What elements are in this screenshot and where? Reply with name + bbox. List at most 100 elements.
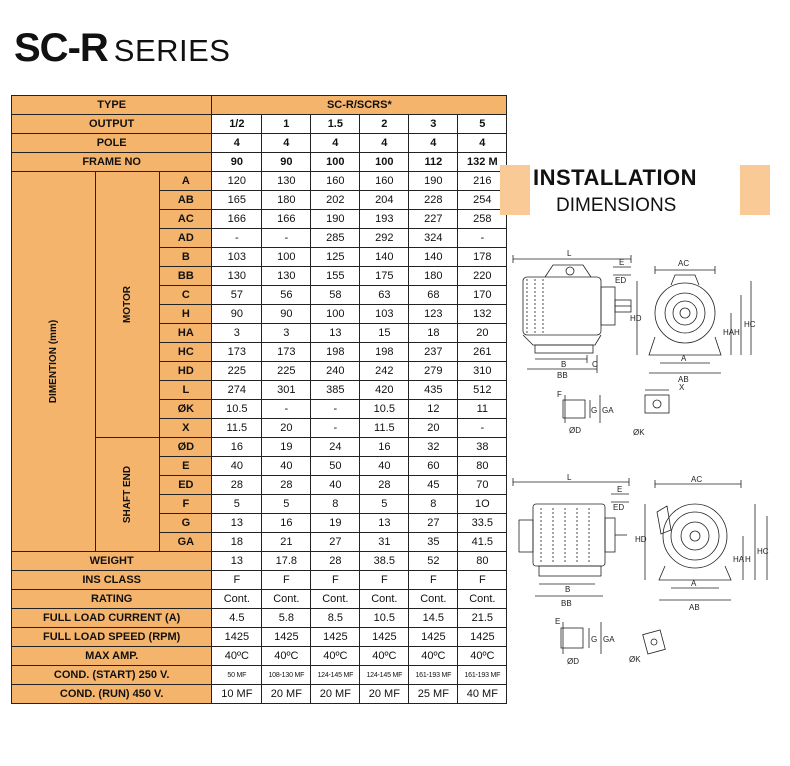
- spec-row-value: Cont.: [408, 589, 459, 609]
- motor-row-value: 132: [457, 304, 508, 324]
- upper-label-AC: AC: [678, 259, 689, 268]
- spec-row-value: 40ºC: [457, 646, 508, 666]
- shaft-row-value: 8: [310, 494, 361, 514]
- frame-value: 90: [211, 152, 263, 172]
- motor-row-value: 20: [261, 418, 312, 438]
- motor-row-value: 190: [408, 171, 459, 191]
- shaft-row-value: 19: [261, 437, 312, 457]
- lower-label-H: H: [745, 555, 751, 564]
- lower-side-body: [532, 503, 606, 567]
- lower-label-BB: BB: [561, 599, 572, 608]
- frame-label: FRAME NO: [10, 152, 213, 172]
- motor-row-value: 225: [261, 361, 312, 381]
- spec-row-value: 20 MF: [310, 684, 361, 704]
- shaft-row-value: 40: [261, 456, 312, 476]
- upper-label-K: ØK: [633, 428, 645, 437]
- shaft-row-value: 60: [408, 456, 459, 476]
- motor-row-value: 324: [408, 228, 459, 248]
- type-value: SC-R/SCRS*: [211, 95, 508, 115]
- installation-header: INSTALLATION DIMENSIONS: [500, 165, 770, 216]
- motor-row-label: H: [159, 304, 213, 324]
- shaft-row-value: 16: [261, 513, 312, 533]
- motor-row-value: 242: [359, 361, 410, 381]
- upper-label-X: X: [679, 383, 685, 392]
- shaft-row-value: 28: [359, 475, 410, 495]
- spec-row-value: 1425: [457, 627, 508, 647]
- motor-row-value: 198: [310, 342, 361, 362]
- spec-row-label: COND. (RUN) 450 V.: [10, 684, 213, 704]
- spec-row-value: 40ºC: [261, 646, 312, 666]
- motor-row-label: BB: [159, 266, 213, 286]
- motor-row-value: -: [457, 228, 508, 248]
- motor-row-label: L: [159, 380, 213, 400]
- shaft-row-value: 40: [211, 456, 263, 476]
- shaft-row-value: 38: [457, 437, 508, 457]
- motor-row-value: 3: [211, 323, 263, 343]
- upper-label-AB: AB: [678, 375, 689, 384]
- lower-label-AC: AC: [691, 475, 702, 484]
- motor-row-value: 202: [310, 190, 361, 210]
- pole-value: 4: [457, 133, 508, 153]
- installation-subtitle: DIMENSIONS: [556, 195, 677, 216]
- output-value: 1: [261, 114, 312, 134]
- spec-row-value: 40ºC: [408, 646, 459, 666]
- motor-row-value: 193: [359, 209, 410, 229]
- lower-label-HA: HA: [733, 555, 745, 564]
- motor-row-value: 166: [211, 209, 263, 229]
- upper-label-F: F: [557, 390, 562, 399]
- shaft-row-value: 21: [261, 532, 312, 552]
- shaft-row-value: 8: [408, 494, 459, 514]
- shaft-row-value: 32: [408, 437, 459, 457]
- motor-row-value: 11.5: [211, 418, 263, 438]
- shaft-end-label: SHAFT END: [122, 465, 134, 524]
- series-title-normal: SERIES: [113, 33, 231, 68]
- spec-row-value: 4.5: [211, 608, 263, 628]
- upper-motor-drawing: L E ED B C BB AC HD HA H HC A AB F G GA …: [512, 249, 756, 437]
- motor-row-value: 274: [211, 380, 263, 400]
- upper-label-L: L: [567, 249, 572, 258]
- upper-label-BB: BB: [557, 371, 568, 380]
- motor-row-value: 10.5: [211, 399, 263, 419]
- lower-label-HD: HD: [635, 535, 647, 544]
- motor-row-value: -: [310, 399, 361, 419]
- motor-row-value: 228: [408, 190, 459, 210]
- shaft-row-value: 33.5: [457, 513, 508, 533]
- shaft-row-label: GA: [159, 532, 213, 552]
- spec-row-label: COND. (START) 250 V.: [10, 665, 213, 685]
- motor-row-value: 100: [310, 304, 361, 324]
- motor-row-value: 292: [359, 228, 410, 248]
- spec-row-value: F: [408, 570, 459, 590]
- frame-value: 132 M: [457, 152, 508, 172]
- shaft-row-value: 24: [310, 437, 361, 457]
- shaft-row-value: 40: [359, 456, 410, 476]
- upper-label-HC: HC: [744, 320, 756, 329]
- shaft-row-value: 40: [310, 475, 361, 495]
- spec-row-value: F: [310, 570, 361, 590]
- pole-value: 4: [359, 133, 410, 153]
- motor-row-label: HC: [159, 342, 213, 362]
- motor-row-value: 140: [408, 247, 459, 267]
- shaft-row-value: 27: [310, 532, 361, 552]
- spec-row-value: F: [211, 570, 263, 590]
- upper-label-H: H: [734, 328, 740, 337]
- accent-bar-left: [500, 165, 530, 215]
- motor-row-value: 18: [408, 323, 459, 343]
- upper-label-E: E: [619, 258, 624, 267]
- frame-value: 100: [359, 152, 410, 172]
- lower-label-K: ØK: [629, 655, 641, 664]
- motor-row-value: 130: [261, 266, 312, 286]
- series-title-bold: SC-R: [14, 26, 109, 70]
- spec-row-value: 38.5: [359, 551, 410, 571]
- motor-row-value: 103: [359, 304, 410, 324]
- pole-value: 4: [408, 133, 459, 153]
- spec-row-value: 40ºC: [310, 646, 361, 666]
- spec-row-value: Cont.: [211, 589, 263, 609]
- shaft-row-value: 27: [408, 513, 459, 533]
- lower-label-A: A: [691, 579, 697, 588]
- shaft-row-value: 41.5: [457, 532, 508, 552]
- spec-row-value: 80: [457, 551, 508, 571]
- motor-row-value: 100: [261, 247, 312, 267]
- motor-row-label: X: [159, 418, 213, 438]
